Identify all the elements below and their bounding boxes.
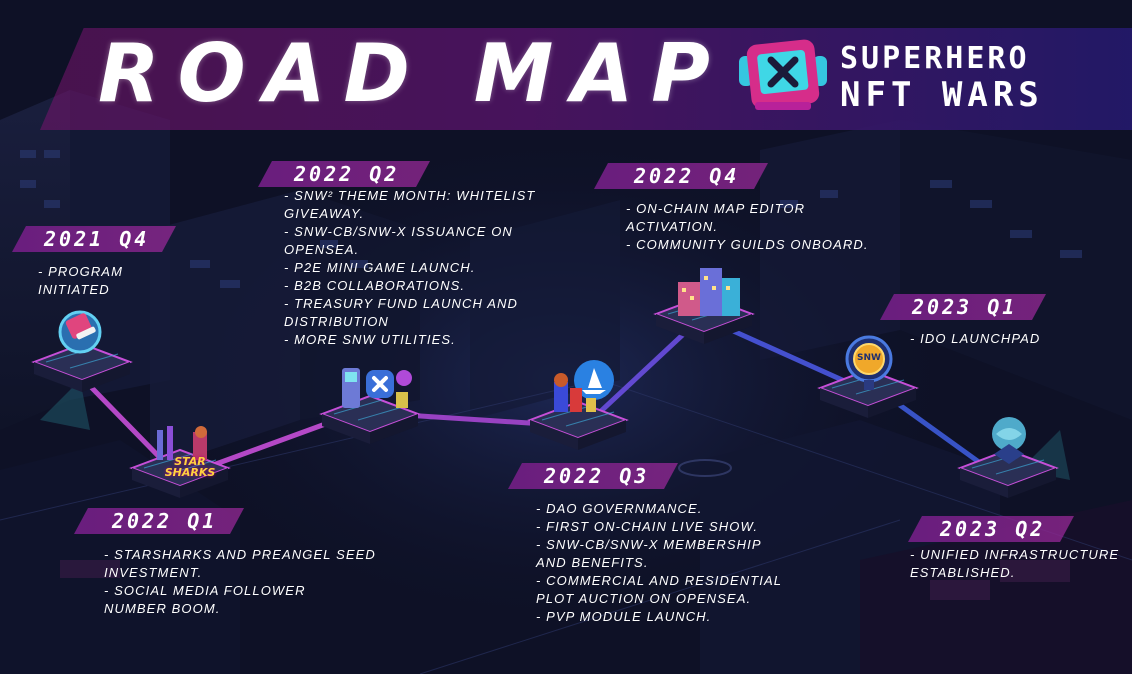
milestone-item: PLOT AUCTION ON OPENSEA. [536, 591, 752, 606]
milestone-list-2022-q1: - STARSHARKS AND PREANGEL SEED INVESTMEN… [104, 546, 376, 618]
milestone-item: INVESTMENT. [104, 565, 203, 580]
milestone-item: - FIRST ON-CHAIN LIVE SHOW. [536, 519, 759, 534]
milestone-item: - COMMUNITY GUILDS ONBOARD. [626, 237, 869, 252]
quarter-label-2023-q2: 2023 Q2 [940, 517, 1046, 541]
milestone-item: - DAO GOVERNMANCE. [536, 501, 703, 516]
quarter-tag-2023-q2 [908, 516, 1074, 542]
milestone-item: - SNW² THEME MONTH: WHITELIST [284, 188, 536, 203]
milestone-list-2022-q4: - ON-CHAIN MAP EDITOR ACTIVATION. - COMM… [626, 200, 869, 254]
milestone-item: NUMBER BOOM. [104, 601, 221, 616]
milestone-item: - B2B COLLABORATIONS. [284, 278, 466, 293]
milestone-list-2023-q2: - UNIFIED INFRASTRUCTURE ESTABLISHED. [910, 546, 1119, 582]
milestone-item: - SNW-CB/SNW-X MEMBERSHIP [536, 537, 762, 552]
milestone-item: - IDO LAUNCHPAD [910, 331, 1041, 346]
milestone-item: INITIATED [38, 282, 110, 297]
milestone-item: AND BENEFITS. [536, 555, 649, 570]
quarter-tag-2023-q1 [880, 294, 1046, 320]
milestone-item: - PVP MODULE LAUNCH. [536, 609, 712, 624]
hologram-globe-icon [992, 417, 1026, 464]
quarter-tag-2021-q4 [12, 226, 176, 252]
arcade-robot-icon [342, 368, 412, 408]
milestone-item: - MORE SNW UTILITIES. [284, 332, 456, 347]
quarter-label-2022-q3: 2022 Q3 [544, 464, 650, 488]
milestone-item: OPENSEA. [284, 242, 360, 257]
milestone-item: - P2E MINI GAME LAUNCH. [284, 260, 476, 275]
title-banner [40, 28, 1132, 130]
quarter-label-2022-q1: 2022 Q1 [112, 509, 218, 533]
milestone-item: - UNIFIED INFRASTRUCTURE [910, 547, 1120, 562]
quarter-tag-2022-q1 [74, 508, 244, 534]
brand-line-1: SUPERHERO [840, 41, 1030, 76]
quarter-label-2021-q4: 2021 Q4 [44, 227, 150, 251]
milestone-item: - SOCIAL MEDIA FOLLOWER [104, 583, 306, 598]
city-block-icon [678, 268, 740, 316]
snw-coin-label: SNW [857, 353, 881, 363]
rocket-hero-icon [157, 426, 207, 460]
milestone-item: - SNW-CB/SNW-X ISSUANCE ON [284, 224, 513, 239]
milestone-item: - PROGRAM [38, 264, 124, 279]
quarter-tag-2022-q4 [594, 163, 768, 189]
quarter-label-2022-q4: 2022 Q4 [634, 164, 740, 188]
milestone-item: ACTIVATION. [626, 219, 719, 234]
milestone-list-2022-q2: - SNW² THEME MONTH: WHITELIST GIVEAWAY. … [284, 187, 535, 349]
milestone-item: - ON-CHAIN MAP EDITOR [626, 201, 806, 216]
opensea-heroes-icon [554, 360, 614, 412]
milestone-item: - TREASURY FUND LAUNCH AND [284, 296, 518, 311]
mascot-tv-icon [739, 39, 827, 110]
milestone-list-2023-q1: - IDO LAUNCHPAD [910, 330, 1040, 348]
milestone-item: ESTABLISHED. [910, 565, 1016, 580]
page-title: ROAD MAP [98, 27, 728, 120]
quarter-label-2022-q2: 2022 Q2 [294, 162, 400, 186]
quarter-label-2023-q1: 2023 Q1 [912, 295, 1018, 319]
brand-line-2: NFT WARS [840, 75, 1044, 115]
quarter-tag-2022-q3 [508, 463, 678, 489]
milestone-item: DISTRIBUTION [284, 314, 389, 329]
brand-name: SUPERHERO NFT WARS [840, 41, 1044, 115]
milestone-item: - COMMERCIAL AND RESIDENTIAL [536, 573, 783, 588]
milestone-item: - STARSHARKS AND PREANGEL SEED [104, 547, 376, 562]
coin-icon [58, 310, 102, 354]
snw-coin-icon [845, 335, 893, 390]
quarter-tag-2022-q2 [258, 161, 430, 187]
milestone-item: GIVEAWAY. [284, 206, 365, 221]
milestone-list-2022-q3: - DAO GOVERNMANCE. - FIRST ON-CHAIN LIVE… [536, 500, 782, 626]
milestone-list-2021-q4: - PROGRAM INITIATED [38, 263, 123, 299]
